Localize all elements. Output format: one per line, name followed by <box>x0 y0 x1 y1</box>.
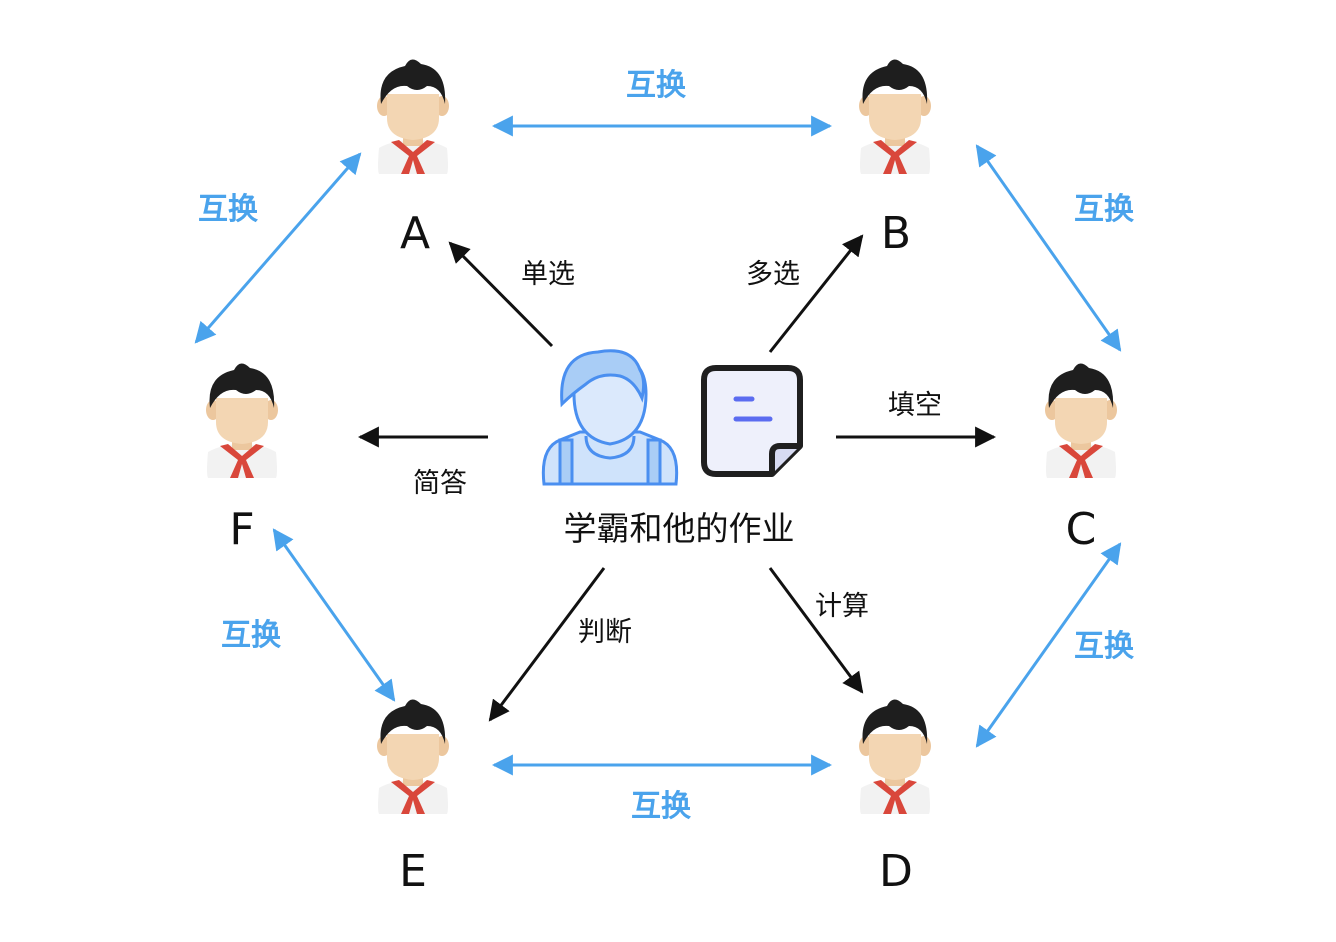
homework-arrow-e <box>488 567 606 722</box>
student-label-d: D <box>879 846 913 897</box>
homework-label-e: 判断 <box>578 617 632 648</box>
student-avatar-icon <box>206 363 278 478</box>
homework-label-f: 简答 <box>413 468 467 499</box>
exchange-label-c-d: 互换 <box>1074 629 1135 664</box>
exchange-label-e-f: 互换 <box>221 618 282 653</box>
student-label-f: F <box>229 504 254 555</box>
exchange-arrow-e-f <box>272 528 396 702</box>
exchange-arrow-f-a <box>194 152 362 344</box>
homework-label-c: 填空 <box>888 390 942 421</box>
student-node-c: C <box>1045 363 1117 555</box>
student-node-d: D <box>859 699 931 897</box>
student-node-a: A <box>377 59 449 259</box>
student-node-f: F <box>206 363 278 555</box>
student-avatar-icon <box>859 699 931 814</box>
student-label-e: E <box>399 846 427 897</box>
student-label-c: C <box>1066 504 1097 555</box>
student-label-a: A <box>400 208 430 259</box>
homework-label-a: 单选 <box>521 259 575 290</box>
homework-arrow-d <box>768 567 864 694</box>
student-avatar-icon <box>377 59 449 174</box>
student-backpack-icon <box>541 349 679 486</box>
exchange-label-f-a: 互换 <box>198 192 259 227</box>
exchange-label-d-e: 互换 <box>631 789 692 824</box>
student-node-b: B <box>859 59 931 259</box>
center-caption: 学霸和他的作业 <box>564 509 795 548</box>
student-avatar-icon <box>1045 363 1117 478</box>
homework-arrow-a <box>448 241 554 348</box>
student-avatar-icon <box>859 59 931 174</box>
homework-arrows <box>357 234 997 722</box>
exchange-arrow-b-c <box>975 144 1122 352</box>
homework-label-d: 计算 <box>815 591 869 622</box>
exchange-edges <box>194 115 1122 776</box>
exchange-label-a-b: 互换 <box>626 68 687 103</box>
student-label-b: B <box>881 208 911 259</box>
student-node-e: E <box>377 699 449 897</box>
exchange-label-b-c: 互换 <box>1074 192 1135 227</box>
student-avatar-icon <box>377 699 449 814</box>
exchange-arrow-c-d <box>975 542 1122 748</box>
document-icon <box>701 365 803 477</box>
homework-arrow-b <box>768 234 864 353</box>
homework-label-b: 多选 <box>746 259 800 290</box>
